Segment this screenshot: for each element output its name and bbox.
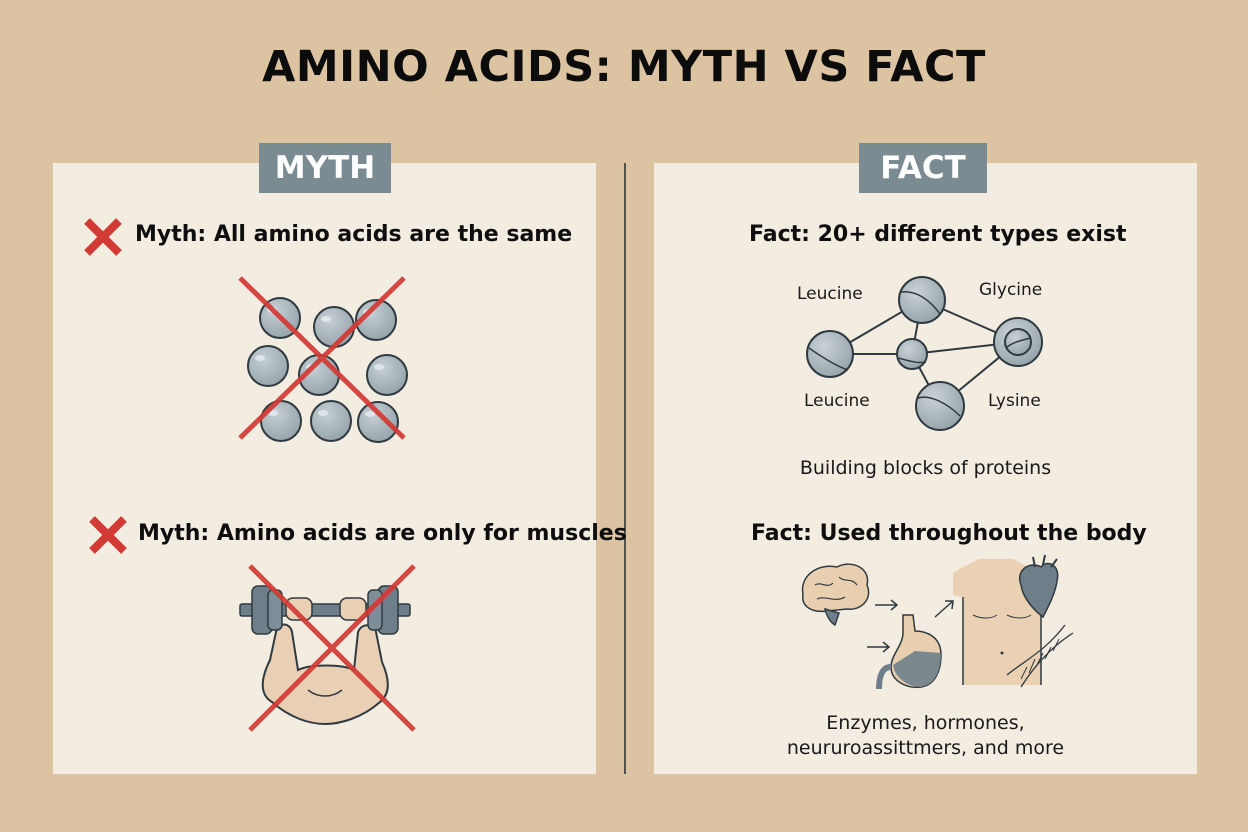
body-organs-illustration: [801, 554, 1074, 690]
dumbbell-arms-illustration: [239, 564, 416, 732]
myth-2-heading: Myth: Amino acids are only for muscles: [138, 521, 627, 546]
label-glycine: Glycine: [979, 280, 1043, 300]
red-x-icon: [89, 516, 127, 554]
myth-tag: MYTH: [259, 143, 391, 193]
fact-tag: FACT: [859, 143, 987, 193]
page-title: AMINO ACIDS: MYTH VS FACT: [262, 42, 986, 92]
fact-2-caption-line-2: neururoassittmers, and more: [786, 737, 1065, 759]
fact-1-caption: Building blocks of proteins: [799, 457, 1052, 479]
fact-2-heading: Fact: Used throughout the body: [751, 521, 1147, 546]
identical-spheres-illustration: [238, 276, 408, 443]
label-leucine-top: Leucine: [797, 284, 863, 304]
fact-1-heading: Fact: 20+ different types exist: [749, 222, 1127, 247]
label-lysine: Lysine: [988, 391, 1041, 411]
red-x-icon: [84, 218, 122, 256]
myth-1-heading: Myth: All amino acids are the same: [135, 222, 573, 247]
label-leucine-bottom: Leucine: [804, 391, 870, 411]
amino-acid-network-diagram: [806, 276, 1043, 431]
center-divider: [624, 163, 626, 774]
fact-2-caption-line-1: Enzymes, hormones,: [826, 712, 1025, 734]
